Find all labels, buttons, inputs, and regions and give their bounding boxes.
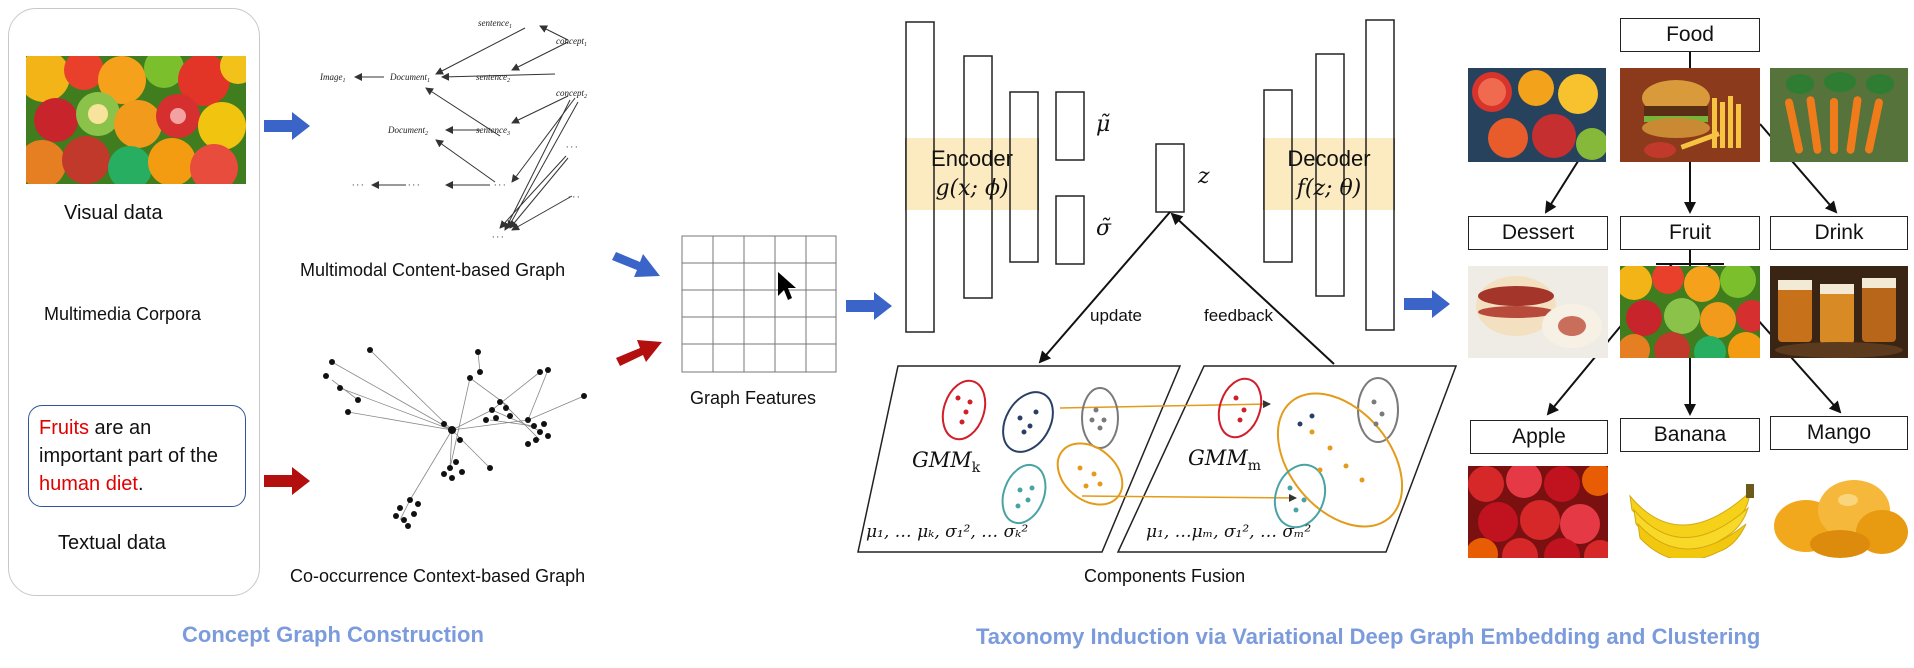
mm-node-dots-c: · · · xyxy=(408,180,419,190)
gmm-m-label: GMMm xyxy=(1188,446,1262,475)
update-label: update xyxy=(1090,306,1142,325)
text-word-human-diet: human diet xyxy=(39,473,138,495)
textual-example-box: Fruits are an important part of the huma… xyxy=(28,405,246,507)
cursor-icon xyxy=(778,272,796,300)
decoder-label: Decoder xyxy=(1287,146,1371,171)
text-period: . xyxy=(137,473,144,495)
arrow-text-to-graph xyxy=(264,467,310,495)
tree-node-dessert: Dessert xyxy=(1468,216,1608,250)
fusion-arrow-top xyxy=(1059,400,1271,409)
z-label: z xyxy=(1198,164,1210,189)
mm-node-concept1: concept1 xyxy=(556,36,587,48)
arrow-decoder-to-taxonomy xyxy=(1404,290,1450,318)
cooccurrence-graph xyxy=(331,349,585,521)
decoder-highlight xyxy=(1264,138,1394,210)
components-fusion-label: Components Fusion xyxy=(1084,566,1246,586)
mm-node-sentence2: sentence2 xyxy=(476,72,510,84)
tree-node-drink: Drink xyxy=(1770,216,1908,250)
params-m-label: μ₁, …μₘ, σ₁², … σₘ² xyxy=(1146,522,1312,542)
dessert-image xyxy=(1468,266,1608,358)
textual-data-label: Textual data xyxy=(58,532,166,554)
vegetables-image xyxy=(1770,68,1908,162)
sigma-label: σ̃ xyxy=(1096,216,1112,241)
text-word-fruits: Fruits xyxy=(39,417,89,439)
mm-node-dots-a: · · · xyxy=(566,142,577,152)
mm-node-image1: Image1 xyxy=(319,72,346,84)
banana-image xyxy=(1620,466,1760,558)
update-arrow xyxy=(1038,211,1171,364)
gmm-m-points xyxy=(1233,395,1385,513)
graph-features-label: Graph Features xyxy=(690,388,817,408)
gmm-m-panel xyxy=(1116,365,1458,553)
encoder-highlight xyxy=(906,138,1038,210)
mm-node-dots-e: · · · xyxy=(568,192,579,202)
cooccurrence-graph-label: Co-occurrence Context-based Graph xyxy=(290,566,586,586)
multimodal-graph xyxy=(354,25,579,231)
multimedia-corpora-box xyxy=(8,8,260,596)
tree-node-food: Food xyxy=(1620,18,1760,52)
mm-node-document1: Document1 xyxy=(389,72,430,84)
tree-node-apple: Apple xyxy=(1470,420,1608,454)
arrow-mm-to-features xyxy=(612,252,660,277)
tree-node-mango: Mango xyxy=(1770,416,1908,450)
visual-data-label: Visual data xyxy=(64,202,163,224)
encoder-decoder-outlines xyxy=(905,138,1395,210)
multimodal-graph-labels: sentence1 concept1 Image1 Document1 sent… xyxy=(319,18,587,242)
mm-node-dots-f: · · · xyxy=(492,232,503,242)
drink-image xyxy=(1770,266,1908,358)
burger-fries-image xyxy=(1620,68,1760,162)
mm-node-dots-b: · · · xyxy=(352,180,363,190)
cooccurrence-graph-nodes xyxy=(323,347,587,529)
mm-node-concept2: concept2 xyxy=(556,88,587,100)
mm-node-dots-d: · · · xyxy=(494,180,505,190)
mu-label: μ̃ xyxy=(1096,112,1111,137)
arrow-features-to-encoder xyxy=(846,292,892,320)
tree-node-fruit: Fruit xyxy=(1620,216,1760,250)
multimedia-corpora-label: Multimedia Corpora xyxy=(44,304,202,324)
multimodal-graph-label: Multimodal Content-based Graph xyxy=(300,260,566,280)
encoder-formula: g(x; ϕ) xyxy=(935,176,1009,201)
gmm-m-clusters xyxy=(1217,377,1404,529)
citrus-image xyxy=(1468,68,1606,162)
gmm-k-label: GMMk xyxy=(912,448,981,477)
apple-image xyxy=(1468,466,1608,558)
arrow-cooc-to-features xyxy=(616,340,662,366)
feedback-label: feedback xyxy=(1204,306,1273,325)
gmm-k-clusters xyxy=(941,379,1124,525)
text-middle: are an important part of the xyxy=(39,417,218,467)
encoder-label: Encoder xyxy=(931,146,1013,171)
arrow-visual-to-graph xyxy=(264,112,310,140)
mm-node-document2: Document2 xyxy=(387,125,428,137)
mm-node-sentence1: sentence1 xyxy=(478,18,512,30)
graph-features-grid xyxy=(681,235,837,373)
mango-image xyxy=(1770,466,1908,558)
tree-node-banana: Banana xyxy=(1620,418,1760,452)
params-k-label: μ₁, … μₖ, σ₁², … σₖ² xyxy=(866,522,1029,542)
gmm-k-points xyxy=(955,395,1107,509)
concept-graph-construction-title: Concept Graph Construction xyxy=(182,622,484,647)
mm-node-sentence3: sentence3 xyxy=(476,125,510,137)
fruits-image xyxy=(26,56,246,184)
decoder-formula: f(z; θ) xyxy=(1296,176,1362,201)
taxonomy-induction-title: Taxonomy Induction via Variational Deep … xyxy=(976,624,1761,649)
fruit-image xyxy=(1620,266,1760,358)
feedback-arrow xyxy=(1170,212,1335,365)
